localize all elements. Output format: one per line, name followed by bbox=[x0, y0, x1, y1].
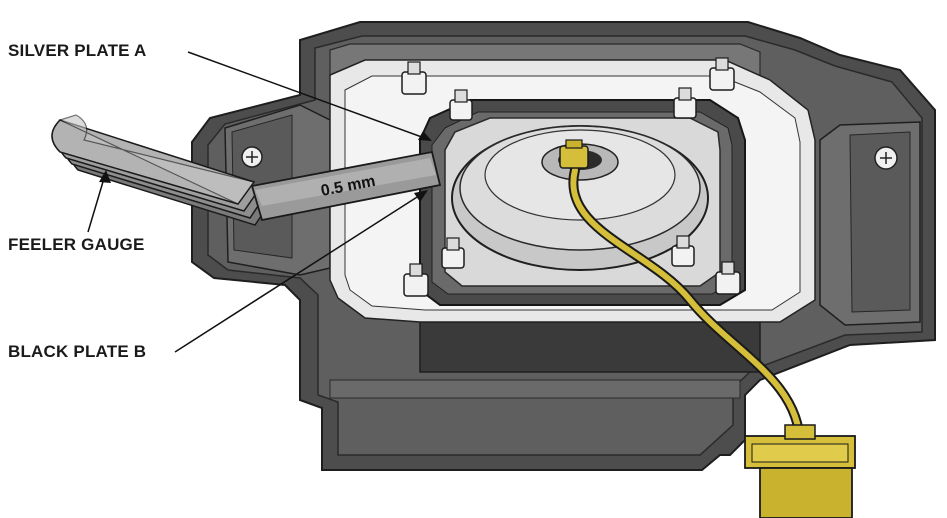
feeler-gauge-label: FEELER GAUGE bbox=[8, 235, 145, 254]
black-plate-leader bbox=[174, 191, 426, 353]
black-plate-b-label: BLACK PLATE B bbox=[8, 342, 147, 361]
yellow-wire bbox=[568, 165, 805, 450]
yellow-connector bbox=[744, 424, 856, 518]
leader-lines bbox=[87, 51, 431, 353]
silver-plate-arrow-icon bbox=[418, 131, 432, 141]
nut-top-left-outer-icon bbox=[401, 61, 427, 95]
silver-plate-a-label: SILVER PLATE A bbox=[8, 41, 147, 60]
wire-clip-icon bbox=[559, 139, 589, 169]
feeler-gauge: 0.5 mm bbox=[51, 114, 442, 226]
nut-top-right-inner-icon bbox=[673, 87, 697, 119]
black-plate-arrow-icon bbox=[414, 190, 428, 202]
nut-bottom-right-inner-icon bbox=[671, 235, 695, 267]
nut-bottom-left-inner-icon bbox=[441, 237, 465, 269]
feeler-gauge-arrow-icon bbox=[99, 170, 111, 183]
feeler-gauge-leader bbox=[87, 174, 106, 233]
right-screw-icon bbox=[874, 146, 898, 170]
silver-plate-leader bbox=[187, 51, 431, 141]
right-side-bracket bbox=[819, 121, 921, 326]
nut-top-right-outer-icon bbox=[709, 57, 735, 91]
nut-bottom-left-outer-icon bbox=[403, 263, 429, 297]
nut-top-left-inner-icon bbox=[449, 89, 473, 121]
nut-bottom-right-outer-icon bbox=[715, 261, 741, 295]
leader-arrowheads bbox=[99, 131, 432, 202]
left-screw-icon bbox=[241, 146, 263, 168]
